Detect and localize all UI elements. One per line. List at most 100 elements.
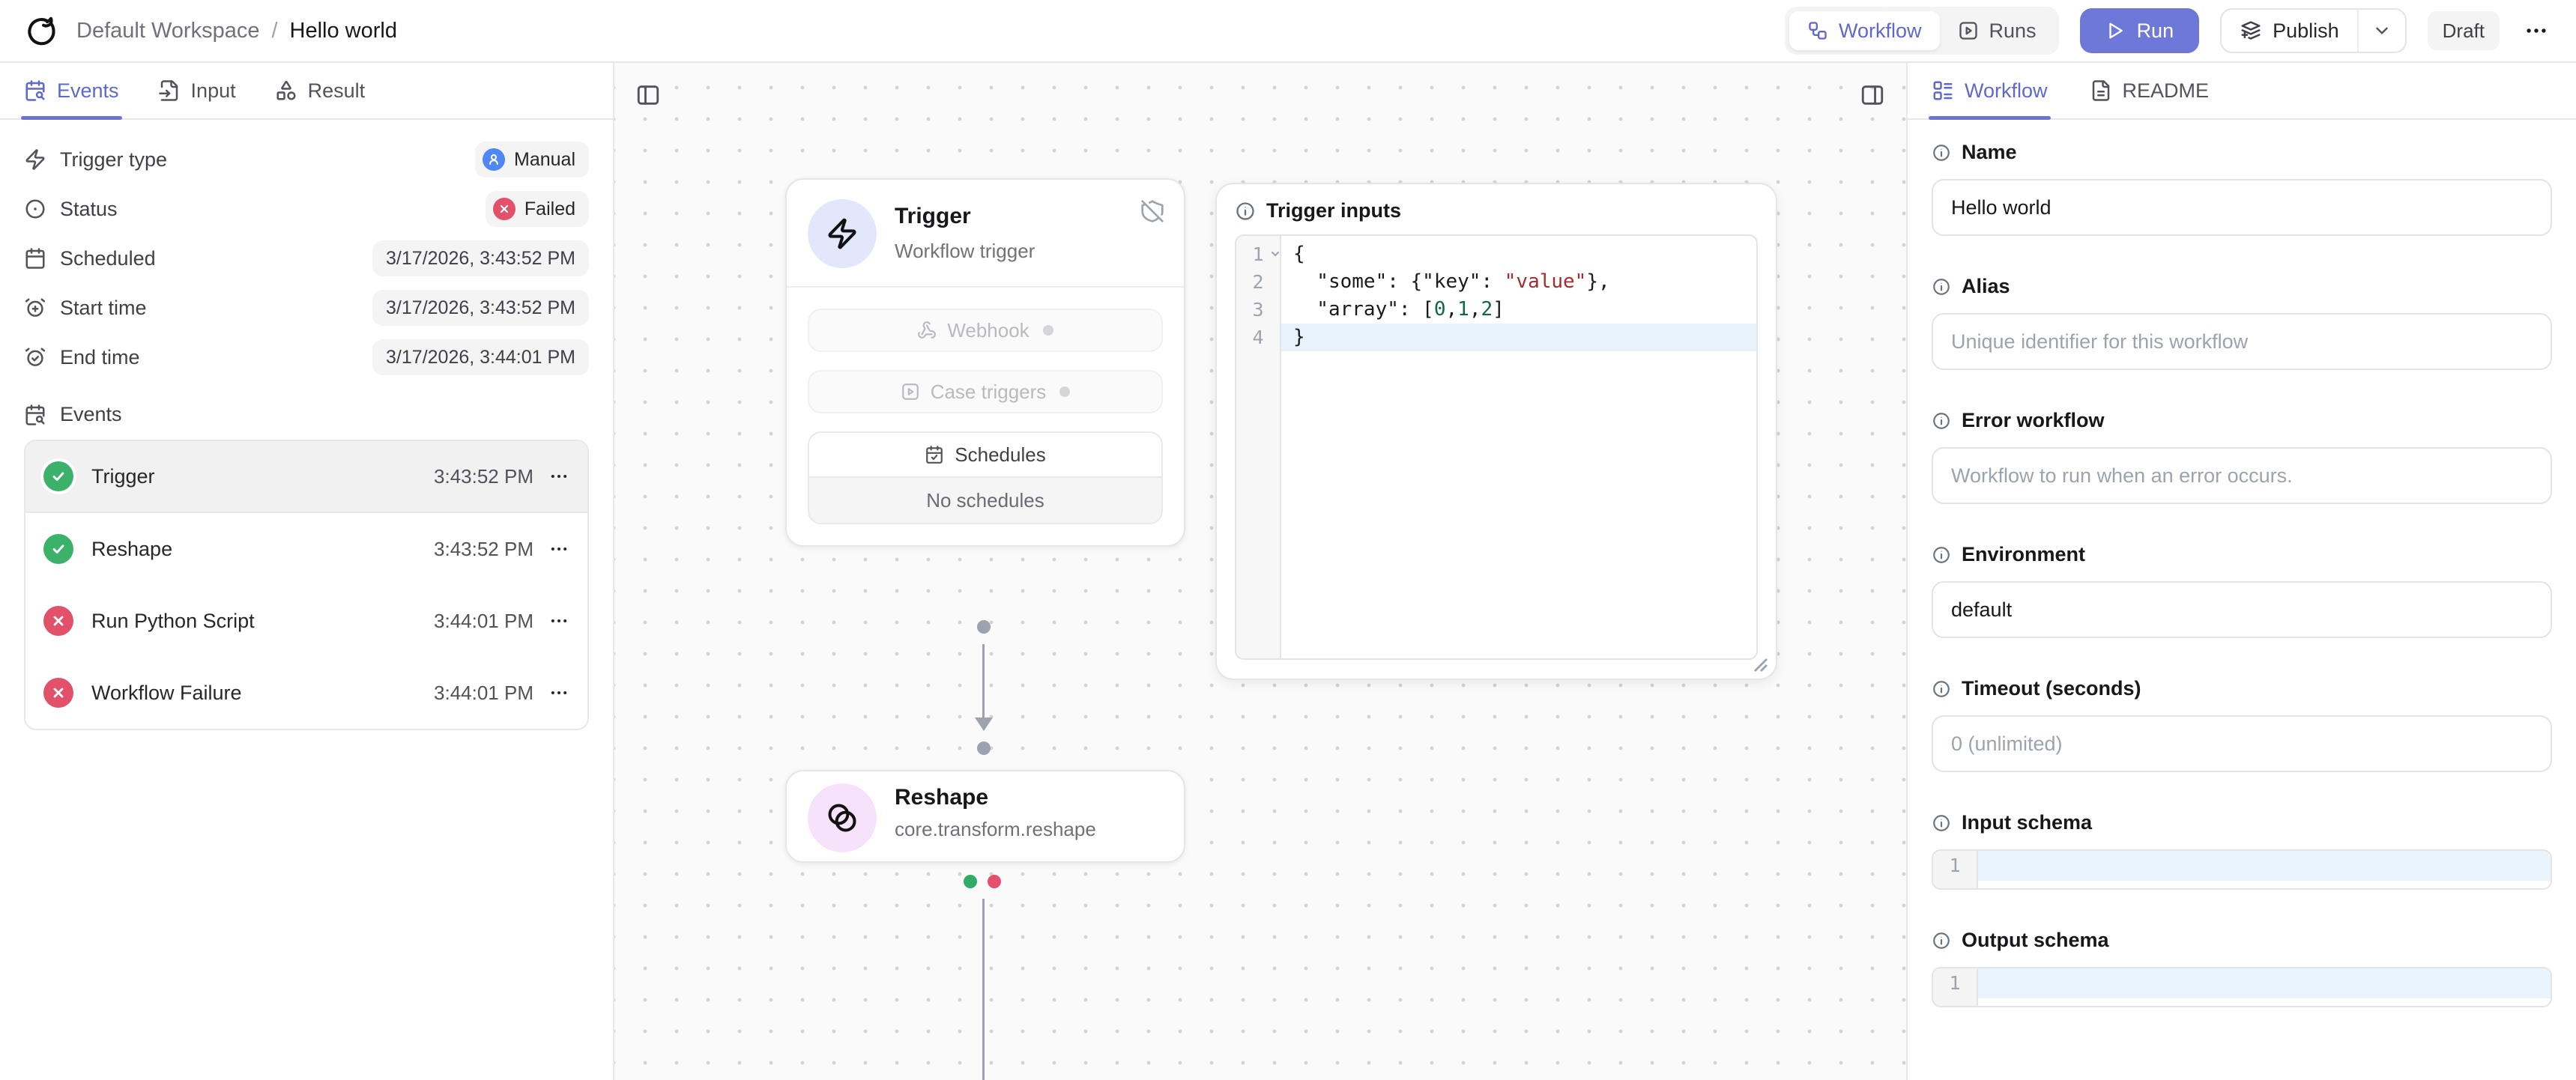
square-play-icon — [1958, 20, 1979, 41]
event-row-trigger[interactable]: Trigger 3:43:52 PM — [25, 441, 587, 513]
trigger-inputs-title: Trigger inputs — [1266, 199, 1402, 222]
circle-dot-icon — [24, 198, 46, 220]
workflow-settings-sidebar: Workflow README Name Hello world — [1906, 63, 2576, 1080]
trigger-type-value: Manual — [514, 148, 575, 170]
panel-right-toggle-icon[interactable] — [1860, 82, 1885, 108]
tab-input[interactable]: Input — [158, 63, 236, 118]
trigger-node-subtitle: Workflow trigger — [895, 240, 1035, 262]
workflow-canvas[interactable]: Trigger Workflow trigger Webhook — [614, 63, 1906, 1080]
edge-target-handle[interactable] — [977, 741, 991, 755]
meta-row-status: Status Failed — [24, 184, 589, 234]
play-icon — [2105, 21, 2125, 40]
tab-workflow-label: Workflow — [1965, 79, 2048, 102]
view-toggle-runs-label: Runs — [1989, 19, 2037, 42]
fold-chevron-icon[interactable] — [1269, 248, 1281, 260]
event-more-button[interactable] — [548, 682, 569, 703]
webhook-button[interactable]: Webhook — [808, 309, 1163, 352]
view-toggle-workflow[interactable]: Workflow — [1789, 11, 1940, 50]
file-text-icon — [2090, 79, 2112, 102]
tab-result-label: Result — [307, 79, 366, 102]
tab-input-label: Input — [190, 79, 236, 102]
field-input-schema: Input schema 1 — [1932, 811, 2552, 890]
edge-arrow — [975, 718, 993, 731]
edge-source-handle[interactable] — [977, 620, 991, 634]
scheduled-value: 3/17/2026, 3:43:52 PM — [372, 240, 589, 276]
info-icon — [1932, 545, 1951, 565]
meta-label: Trigger type — [60, 148, 168, 171]
shapes-icon — [275, 79, 297, 102]
editor-gutter: 1 2 3 4 — [1236, 236, 1281, 658]
events-sidebar: Events Input Result — [0, 63, 614, 1080]
run-button[interactable]: Run — [2079, 8, 2200, 53]
field-label: Alias — [1962, 275, 2010, 297]
success-icon — [43, 461, 73, 491]
reshape-node-title: Reshape — [895, 785, 989, 810]
info-icon — [1932, 411, 1951, 431]
tab-workflow[interactable]: Workflow — [1928, 63, 2052, 120]
panel-left-toggle-icon[interactable] — [635, 82, 661, 108]
name-input[interactable]: Hello world — [1932, 179, 2552, 236]
more-options-button[interactable] — [2521, 18, 2552, 43]
calendar-search-icon — [24, 404, 46, 426]
field-timeout: Timeout (seconds) 0 (unlimited) — [1932, 677, 2552, 772]
top-bar: Default Workspace / Hello world Workflow… — [0, 0, 2576, 63]
breadcrumb-workflow-name[interactable]: Hello world — [289, 18, 397, 43]
zap-icon — [24, 148, 46, 171]
event-row-run-python-script[interactable]: Run Python Script 3:44:01 PM — [25, 585, 587, 657]
breadcrumb-workspace[interactable]: Default Workspace — [76, 18, 260, 43]
info-icon — [1932, 931, 1951, 950]
publish-button-label: Publish — [2273, 19, 2339, 42]
editor-gutter: 1 — [1933, 851, 1978, 888]
calendar-icon — [24, 247, 46, 270]
event-more-button[interactable] — [548, 610, 569, 631]
event-more-button[interactable] — [548, 466, 569, 487]
editor-code[interactable]: { "some": {"key": "value"}, "array": [0,… — [1281, 236, 1756, 658]
trigger-node[interactable]: Trigger Workflow trigger Webhook — [785, 178, 1185, 547]
event-row-reshape[interactable]: Reshape 3:43:52 PM — [25, 513, 587, 585]
trigger-inputs-editor[interactable]: 1 2 3 4 { "some": {"key": "value"}, "arr… — [1235, 234, 1758, 660]
error-workflow-input[interactable]: Workflow to run when an error occurs. — [1932, 447, 2552, 504]
breadcrumb: Default Workspace / Hello world — [76, 19, 397, 43]
event-title: Workflow Failure — [91, 681, 242, 704]
trigger-node-title: Trigger — [895, 204, 971, 228]
output-schema-editor[interactable]: 1 — [1932, 967, 2552, 1007]
breadcrumb-separator: / — [271, 18, 278, 43]
events-section-title: Events — [60, 403, 122, 425]
reshape-node[interactable]: Reshape core.transform.reshape — [785, 770, 1185, 863]
input-schema-editor[interactable]: 1 — [1932, 849, 2552, 890]
run-metadata: Trigger type Manual Status — [0, 120, 613, 388]
publish-dropdown-button[interactable] — [2356, 10, 2405, 52]
schedules-label: Schedules — [955, 443, 1046, 466]
tab-events[interactable]: Events — [20, 63, 123, 120]
field-alias: Alias Unique identifier for this workflo… — [1932, 275, 2552, 370]
alias-input[interactable]: Unique identifier for this workflow — [1932, 313, 2552, 370]
case-triggers-button[interactable]: Case triggers — [808, 370, 1163, 413]
event-time: 3:44:01 PM — [434, 681, 533, 704]
event-row-workflow-failure[interactable]: Workflow Failure 3:44:01 PM — [25, 657, 587, 729]
field-label: Output schema — [1962, 929, 2109, 951]
schedules-button[interactable]: Schedules — [809, 433, 1161, 476]
error-handle[interactable] — [988, 875, 1001, 888]
reshape-node-avatar — [808, 783, 877, 852]
timeout-input[interactable]: 0 (unlimited) — [1932, 715, 2552, 772]
success-handle[interactable] — [964, 875, 977, 888]
events-section-header: Events — [0, 388, 613, 440]
view-toggle-runs[interactable]: Runs — [1940, 11, 2055, 50]
x-circle-icon — [492, 198, 515, 220]
webhook-button-label: Webhook — [947, 318, 1030, 342]
resize-handle[interactable] — [1753, 658, 1768, 673]
trigger-node-avatar — [808, 199, 877, 268]
environment-input[interactable]: default — [1932, 581, 2552, 638]
end-time-value: 3/17/2026, 3:44:01 PM — [372, 339, 589, 375]
publish-button[interactable]: Publish — [2222, 10, 2357, 52]
event-more-button[interactable] — [548, 539, 569, 559]
info-icon — [1932, 813, 1951, 833]
error-icon — [43, 678, 73, 708]
field-output-schema: Output schema 1 — [1932, 929, 2552, 1007]
trigger-inputs-panel: Trigger inputs 1 2 3 4 { "some": {"key":… — [1215, 183, 1777, 680]
tab-events-label: Events — [57, 79, 119, 102]
app-logo-icon[interactable] — [24, 13, 58, 48]
tab-result[interactable]: Result — [275, 63, 366, 118]
tab-readme[interactable]: README — [2090, 63, 2209, 118]
